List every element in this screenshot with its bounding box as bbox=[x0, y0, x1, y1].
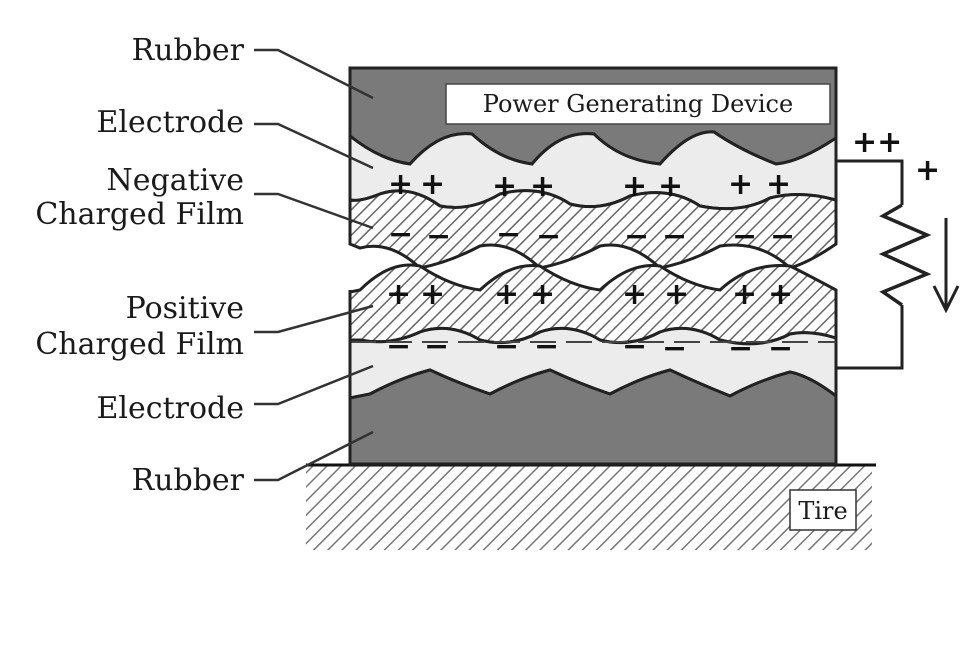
positive-film-charges: + + + + + + + + bbox=[386, 277, 793, 312]
external-circuit: ++ + bbox=[836, 125, 960, 370]
leader-rubber-top bbox=[254, 48, 374, 100]
label-electrode-bottom: Electrode bbox=[97, 391, 244, 426]
leader-electrode-bottom bbox=[254, 364, 374, 406]
current-arrow-icon bbox=[932, 218, 960, 314]
plus-charge: + bbox=[664, 277, 689, 312]
upper-assembly: Power Generating Device bbox=[348, 66, 838, 270]
plus-charge: + bbox=[420, 167, 445, 202]
plus-charge: + bbox=[530, 169, 555, 204]
minus-charge: − bbox=[622, 329, 647, 364]
circuit-top-charges: ++ bbox=[852, 125, 902, 160]
lower-assembly bbox=[348, 263, 838, 466]
layer-labels: Rubber Electrode Negative Charged Film P… bbox=[35, 33, 244, 498]
plus-charge: + bbox=[386, 277, 411, 312]
negative-film-charges: − − − − − − − − bbox=[388, 217, 795, 254]
negative-charged-film bbox=[348, 189, 838, 270]
minus-charge: − bbox=[386, 329, 411, 364]
minus-charge: − bbox=[624, 219, 649, 254]
tire-hatch bbox=[306, 466, 872, 550]
leader-positive-film bbox=[254, 304, 374, 334]
rubber-bottom bbox=[348, 368, 838, 466]
minus-charge: − bbox=[728, 331, 753, 366]
plus-charge: + bbox=[420, 277, 445, 312]
tire-label-box bbox=[789, 489, 857, 531]
label-electrode-top: Electrode bbox=[97, 105, 244, 140]
plus-charge: + bbox=[768, 277, 793, 312]
minus-charge: − bbox=[426, 219, 451, 254]
minus-charge: − bbox=[496, 217, 521, 252]
plus-charge: + bbox=[732, 277, 757, 312]
top-electrode-charges: + + + + + + + + bbox=[388, 167, 791, 204]
minus-charge: − bbox=[662, 219, 687, 254]
leader-negative-film bbox=[254, 192, 374, 230]
minus-charge: − bbox=[768, 331, 793, 366]
minus-charge: − bbox=[534, 329, 559, 364]
leader-electrode-top bbox=[254, 122, 374, 170]
leader-lines bbox=[254, 48, 374, 482]
plus-charge: + bbox=[622, 277, 647, 312]
tire: Tire bbox=[306, 463, 876, 550]
plus-charge: + bbox=[622, 169, 647, 204]
label-rubber-bottom: Rubber bbox=[132, 463, 245, 498]
plus-charge: + bbox=[492, 169, 517, 204]
minus-charge: − bbox=[388, 217, 413, 252]
device-title: Power Generating Device bbox=[483, 90, 793, 118]
minus-charge: − bbox=[732, 219, 757, 254]
label-positive-film-line1: Positive bbox=[126, 291, 244, 326]
plus-charge: + bbox=[658, 169, 683, 204]
minus-charge: − bbox=[424, 329, 449, 364]
title-box bbox=[445, 83, 831, 125]
label-negative-film-line2: Charged Film bbox=[35, 197, 244, 232]
resistor-icon bbox=[878, 203, 932, 307]
plus-charge: + bbox=[728, 167, 753, 202]
wire-bottom bbox=[836, 305, 904, 370]
plus-charge: + bbox=[530, 277, 555, 312]
leader-rubber-bottom bbox=[254, 430, 374, 482]
minus-charge: − bbox=[494, 329, 519, 364]
wire-top bbox=[836, 159, 904, 205]
plus-charge: + bbox=[494, 277, 519, 312]
circuit-side-charge: + bbox=[915, 153, 940, 188]
plus-charge: + bbox=[388, 167, 413, 202]
label-positive-film-line2: Charged Film bbox=[35, 327, 244, 362]
minus-charge: − bbox=[536, 219, 561, 254]
minus-charge: − bbox=[662, 331, 687, 366]
label-negative-film-line1: Negative bbox=[107, 163, 244, 198]
plus-charge: + bbox=[766, 167, 791, 202]
bottom-electrode-charges: − − − − − − − − bbox=[386, 329, 793, 366]
minus-charge: − bbox=[770, 219, 795, 254]
label-rubber-top: Rubber bbox=[132, 33, 245, 68]
tire-label: Tire bbox=[798, 497, 847, 525]
